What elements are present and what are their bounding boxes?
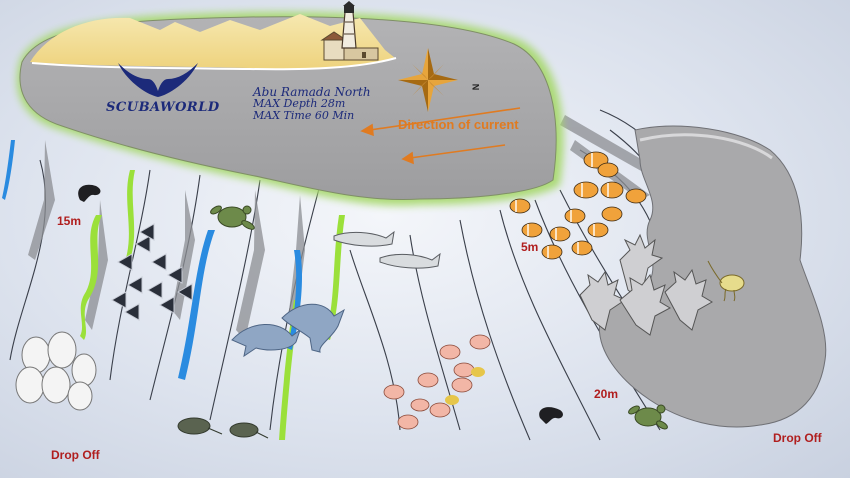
site-name: Abu Ramada North <box>253 85 371 99</box>
depth-label-15m: 15m <box>57 214 82 228</box>
compass-icon <box>398 48 458 112</box>
current-direction-label: Direction of current <box>398 117 519 132</box>
whale-tail-logo-icon <box>118 63 198 97</box>
beach-shore <box>31 57 397 71</box>
brand-logo-text: SCUBAWORLD <box>106 100 220 115</box>
butterflyfish-icon <box>509 151 647 260</box>
seaweed <box>2 140 345 440</box>
lighthouse-icon <box>320 1 379 61</box>
butterflyfish-stripes <box>515 153 609 258</box>
moray-eel-icon <box>78 184 563 424</box>
turtle-icon <box>210 205 255 230</box>
shark-icon <box>333 230 441 269</box>
angelfish-icon <box>110 223 193 321</box>
drop-off-left: Drop Off <box>51 448 100 462</box>
site-max-depth: MAX Depth 28m <box>253 97 346 110</box>
compass-north-label: N <box>470 83 481 91</box>
turtle-icon <box>628 404 668 430</box>
jellyfish-icon <box>707 260 745 302</box>
current-arrows <box>360 107 521 165</box>
beach-sand <box>30 14 395 69</box>
bubble-coral-icon <box>15 331 97 411</box>
pufferfish-icon <box>383 334 491 430</box>
pufferfish-accent <box>445 367 485 405</box>
drop-off-right: Drop Off <box>773 431 822 445</box>
site-max-time: MAX Time 60 Min <box>253 109 355 122</box>
depth-label-5m: 5m <box>521 240 539 254</box>
coral-icon <box>579 233 713 336</box>
depth-label-20m: 20m <box>594 387 619 401</box>
site-info: Abu Ramada North MAX Depth 28m MAX Time … <box>253 86 371 122</box>
stingray-icon <box>177 417 269 439</box>
island-edge-shadow <box>639 133 773 160</box>
dolphin-icon <box>231 303 345 358</box>
